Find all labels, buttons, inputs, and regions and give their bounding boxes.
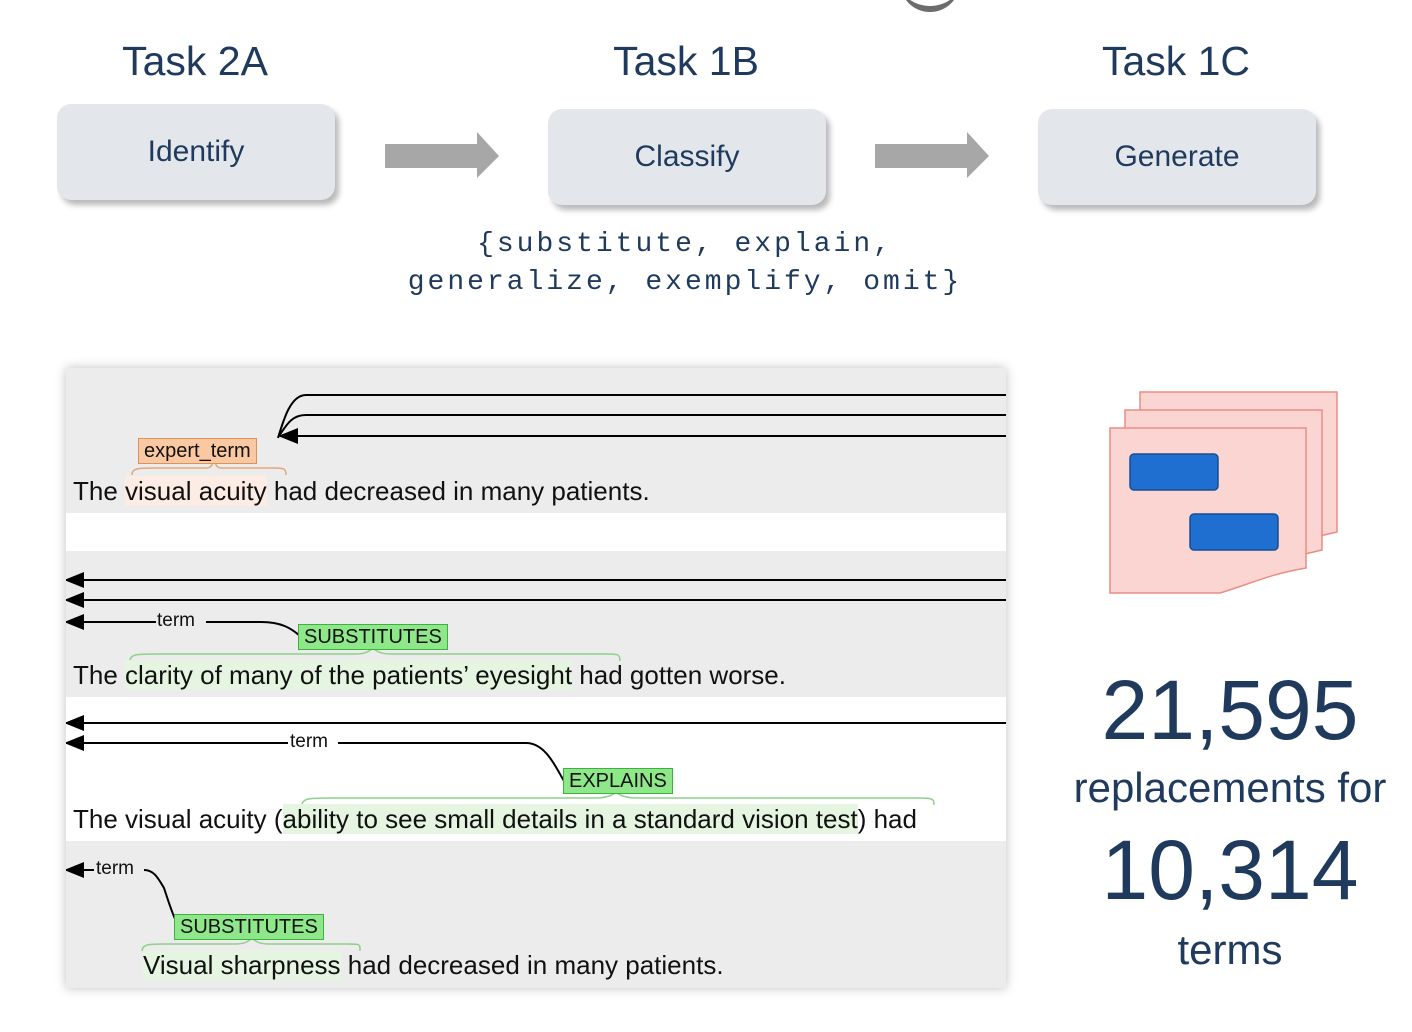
example-3-after: ) had xyxy=(857,804,917,834)
identify-box: Identify xyxy=(57,104,335,200)
expert-term-tag: expert_term xyxy=(138,438,257,464)
example-4-after: had decreased in many patients. xyxy=(340,950,724,980)
substitutes-tag-2: SUBSTITUTES xyxy=(174,914,324,940)
classify-box: Classify xyxy=(548,109,826,205)
substitutes-tag-1: SUBSTITUTES xyxy=(298,624,448,650)
example-3-sentence: The visual acuity (ability to see small … xyxy=(73,804,917,835)
task-2a-title: Task 2A xyxy=(122,38,268,84)
example-2-sentence: The clarity of many of the patients’ eye… xyxy=(73,660,786,691)
example-1-before: The xyxy=(73,476,126,506)
class-set: {substitute, explain, generalize, exempl… xyxy=(400,226,970,302)
generate-label: Generate xyxy=(1114,140,1240,173)
flow-arrow-1 xyxy=(385,132,499,178)
example-1-term: visual acuity xyxy=(125,476,267,506)
replacements-label: replacements for xyxy=(1073,764,1387,811)
example-4-span: Visual sharpness xyxy=(143,950,341,980)
task-1c-title: Task 1C xyxy=(1101,38,1251,84)
example-2-arc-label: term xyxy=(157,610,195,631)
identify-label: Identify xyxy=(147,135,245,168)
class-set-line-1: {substitute, explain, xyxy=(477,229,893,260)
classify-label: Classify xyxy=(634,140,740,173)
example-1-after: had decreased in many patients. xyxy=(266,476,650,506)
class-set-line-2: generalize, exemplify, omit} xyxy=(407,267,963,298)
flow-arrow-2 xyxy=(875,132,989,178)
decorative-shape xyxy=(900,0,960,12)
example-3-before: The visual acuity ( xyxy=(73,804,283,834)
example-4-arc-label: term xyxy=(96,858,134,879)
example-2-before: The xyxy=(73,660,126,690)
task-1b-title: Task 1B xyxy=(613,38,759,84)
document-stack-icon xyxy=(1109,391,1338,594)
terms-count: 10,314 xyxy=(1101,823,1359,917)
example-2-span: clarity of many of the patients’ eyesigh… xyxy=(125,660,573,690)
example-4-sentence: Visual sharpness had decreased in many p… xyxy=(143,950,724,981)
example-3-span: ability to see small details in a standa… xyxy=(282,804,858,834)
example-1-sentence: The visual acuity had decreased in many … xyxy=(73,476,650,507)
terms-label: terms xyxy=(1177,926,1283,973)
replacements-count: 21,595 xyxy=(1101,663,1359,757)
example-3-arc-label: term xyxy=(290,731,328,752)
annotation-panel: expert_term The visual acuity had decrea… xyxy=(66,368,1006,988)
explains-tag: EXPLAINS xyxy=(563,768,673,794)
example-2-after: had gotten worse. xyxy=(572,660,786,690)
generate-box: Generate xyxy=(1038,109,1316,205)
